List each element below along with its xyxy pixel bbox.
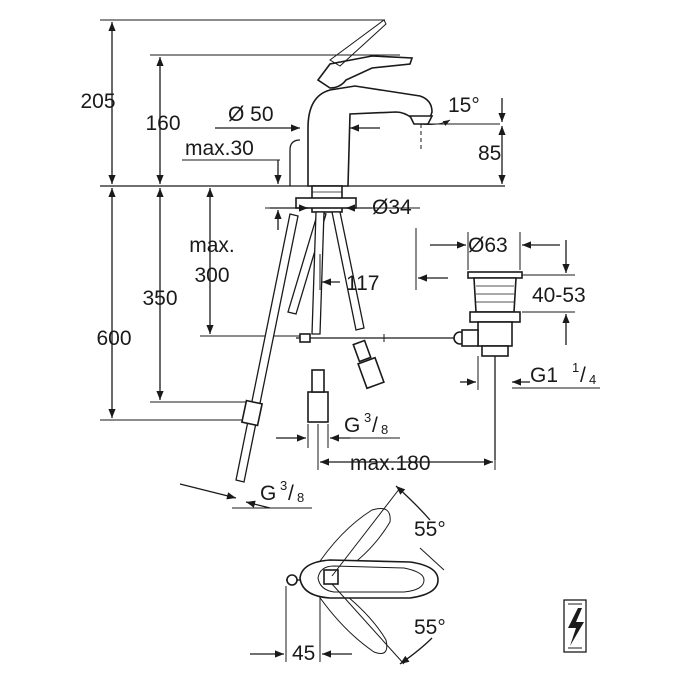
bolt-shape [568,608,584,646]
top-outlet [323,569,339,585]
dim-label-g114-den: 4 [589,372,596,387]
dim-label-117: 117 [346,272,379,295]
lever-swing-lower [315,591,388,654]
fitting-center [307,391,329,423]
faucet-body [307,85,433,187]
dim-label-g1: G1 [530,364,558,387]
lever-swing-upper [313,508,391,573]
pop-up-rod [289,139,301,186]
lightning-bolt-icon [563,599,587,653]
top-left-dimensions: Ø 50 max.30 [182,103,380,230]
faucet-side-view [100,19,505,187]
dim-label-g38-num: 3 [364,410,371,425]
dim-label-600: 600 [96,327,131,350]
fraction-slash: / [580,364,586,387]
dim-label-45: 45 [292,642,315,665]
angle-arc-lower [399,637,433,665]
dim-label-max180: max.180 [350,452,431,475]
waste-nut [469,311,521,323]
dim-label-max30: max.30 [185,137,254,160]
fraction-slash-3: / [288,482,294,505]
top-rod-knob [286,574,298,586]
fitting-left [240,399,264,427]
fitting-right-top [352,339,372,363]
waste-tail [477,321,513,347]
long-hose-thread-dimension: G 3 / 8 [179,478,312,509]
dim-g38b-right [245,500,271,509]
waste-flange [467,271,523,279]
pivot-body [461,329,479,347]
dim-label-4053: 40-53 [532,284,586,307]
dim-label-205: 205 [80,90,115,113]
max180-dimension: max.180 [317,424,496,475]
spout-dimensions: 15° 85 [448,94,506,184]
angle-ref-lower [331,583,405,665]
dim-label-160: 160 [145,112,180,135]
dim-label-max: max. [189,234,235,257]
hose-long [235,213,299,483]
supply-thread-dimension: G 3 / 8 [276,410,400,448]
faucet-top-view: 55° 55° 45 [250,485,446,665]
dim-label-350: 350 [142,287,177,310]
lever-raised-position [329,19,387,67]
fraction-slash-2: / [372,414,378,437]
fixing-nut [295,197,357,209]
hose-right [331,211,365,331]
icon-frame [563,599,587,653]
dim-label-g38b-num: 3 [280,478,287,493]
fitting-right [357,356,385,390]
top-body-inner [317,565,425,593]
waste-assembly: Ø63 40-53 G1 1 / 4 [415,228,600,460]
dim-label-g38: G [344,414,360,437]
rod-clamp [299,333,311,343]
dim-label-g114-num: 1 [572,360,579,375]
dim-label-300: 300 [194,264,229,287]
angle-ref-upper [331,487,401,577]
dim-label-d50: Ø 50 [228,103,274,126]
height-dimensions: 205 160 600 350 max. 300 [80,19,400,421]
dim-label-55-bottom: 55° [414,616,446,639]
dim-label-55-top: 55° [414,518,446,541]
spout-outlet [408,115,434,125]
fitting-center-nut [311,369,325,393]
dim-label-g38b-den: 8 [297,490,304,505]
angle-ref-upper-h [419,547,445,571]
mounting-assembly: Ø34 117 [235,185,454,483]
dim-label-g38-den: 8 [381,422,388,437]
angle-arc-upper [395,485,431,521]
waste-tail-bottom [481,345,509,357]
dim-label-d63: Ø63 [468,234,508,257]
hose-center [311,211,325,335]
dim-label-85: 85 [478,142,501,165]
dim-g38b-left [179,483,237,500]
dim-label-g38b: G [260,482,276,505]
waste-body [473,277,517,313]
dim-label-15deg: 15° [448,94,480,117]
